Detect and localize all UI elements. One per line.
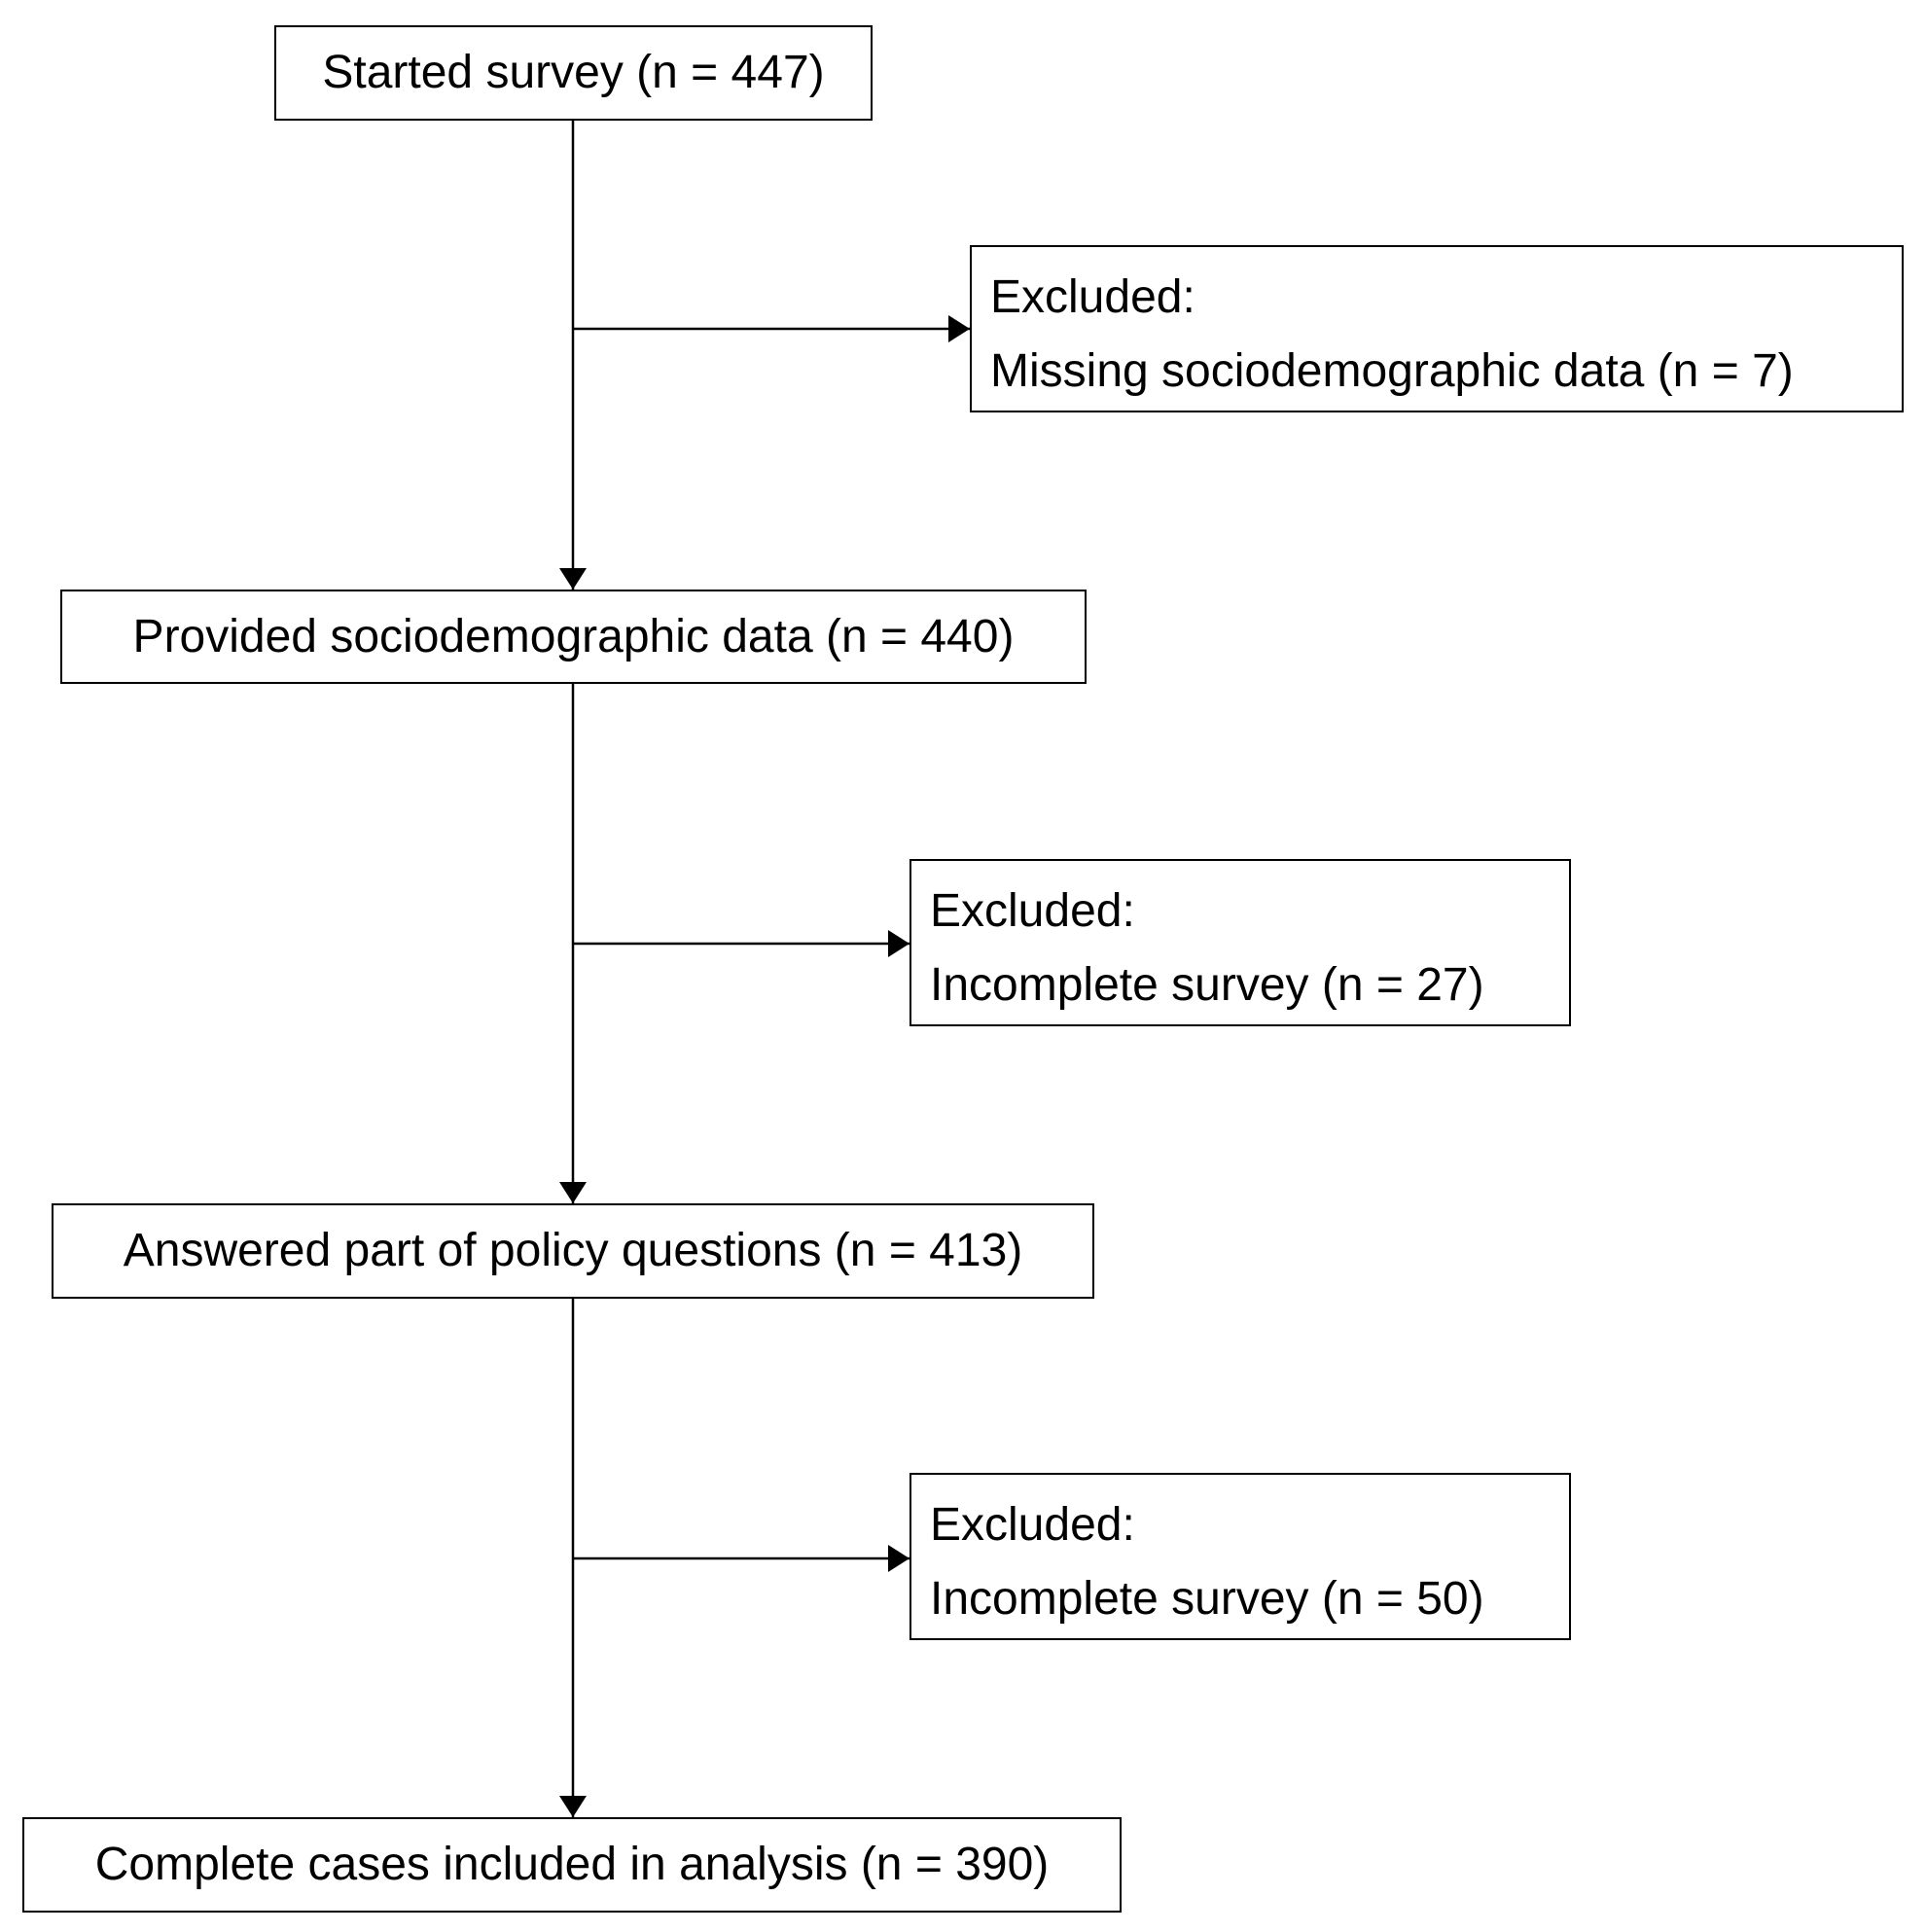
exclusion-box-1: Excluded: Missing sociodemographic data … — [970, 245, 1904, 412]
exclusion-heading-3: Excluded: — [930, 1499, 1135, 1551]
exclusion-reason-3: Incomplete survey (n = 50) — [930, 1573, 1484, 1625]
stage-box-sociodemographic: Provided sociodemographic data (n = 440) — [60, 590, 1087, 684]
exclusion-reason-1: Missing sociodemographic data (n = 7) — [990, 345, 1794, 397]
stage-label-policy: Answered part of policy questions (n = 4… — [123, 1225, 1023, 1276]
stage-label-complete: Complete cases included in analysis (n =… — [94, 1839, 1050, 1890]
stage-box-started: Started survey (n = 447) — [274, 25, 873, 121]
exclusion-heading-2: Excluded: — [930, 885, 1135, 937]
arrowhead-right-2 — [888, 930, 910, 957]
exclusion-heading-1: Excluded: — [990, 271, 1195, 323]
arrowhead-right-1 — [948, 315, 970, 342]
exclusion-box-3: Excluded: Incomplete survey (n = 50) — [910, 1473, 1571, 1640]
exclusion-reason-2: Incomplete survey (n = 27) — [930, 959, 1484, 1011]
arrowhead-down-2 — [559, 1182, 587, 1203]
exclusion-box-2: Excluded: Incomplete survey (n = 27) — [910, 859, 1571, 1026]
arrowhead-down-1 — [559, 568, 587, 590]
stage-box-policy: Answered part of policy questions (n = 4… — [52, 1203, 1094, 1299]
stage-label-sociodemographic: Provided sociodemographic data (n = 440) — [132, 610, 1015, 662]
arrowhead-right-3 — [888, 1545, 910, 1572]
arrowhead-down-3 — [559, 1796, 587, 1817]
stage-box-complete: Complete cases included in analysis (n =… — [22, 1817, 1122, 1913]
stage-label-started: Started survey (n = 447) — [322, 47, 825, 98]
